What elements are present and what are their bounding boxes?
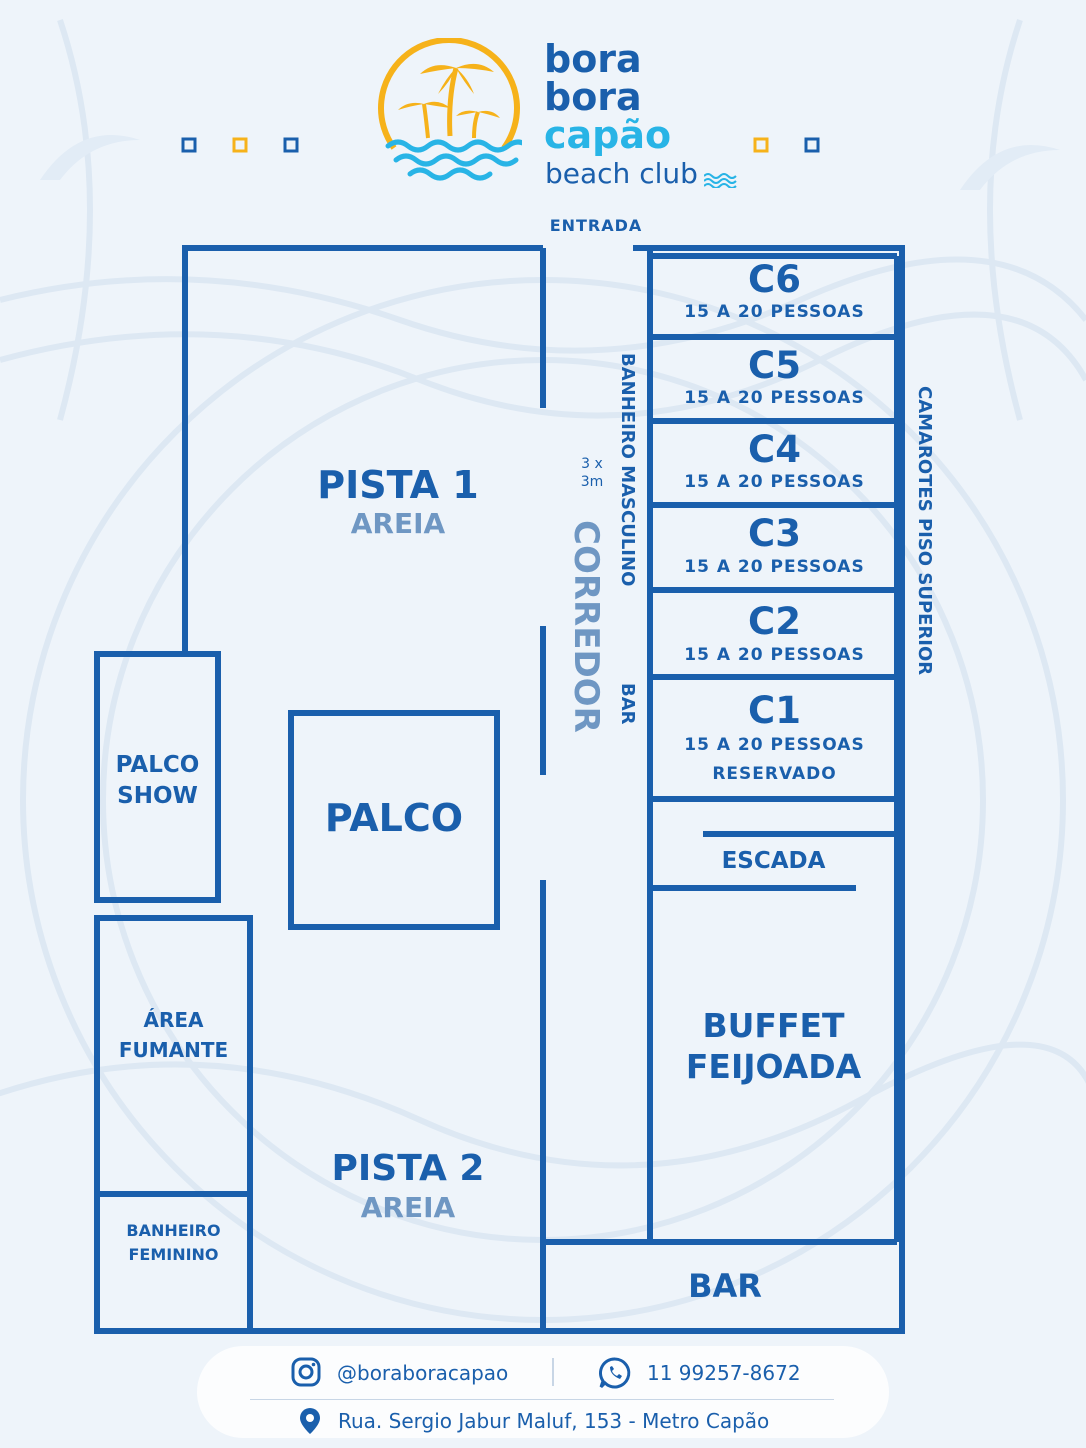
escada-label: ESCADA <box>721 848 826 874</box>
pista-2-title: PISTA 2 <box>331 1148 485 1189</box>
camarote-code: C6 <box>748 258 801 301</box>
instagram-handle[interactable]: @boraboracapao <box>337 1361 509 1385</box>
entrance-label: ENTRADA <box>549 216 643 235</box>
camarote-capacity: 15 A 20 PESSOAS <box>684 735 865 755</box>
footer-divider <box>552 1358 554 1386</box>
camarote-code: C2 <box>748 600 801 643</box>
address: Rua. Sergio Jabur Maluf, 153 - Metro Cap… <box>338 1409 770 1433</box>
brand-line-2: bora <box>544 75 642 119</box>
whatsapp-number[interactable]: 11 99257-8672 <box>647 1361 801 1385</box>
palco-label: PALCO <box>324 796 464 840</box>
area-fumante-label: ÁREA FUMANTE <box>118 1008 229 1062</box>
instagram-icon[interactable] <box>290 1356 322 1388</box>
camarote-code: C5 <box>748 344 801 387</box>
pista-2-subtitle: AREIA <box>360 1191 456 1224</box>
brand-line-1: bora <box>544 37 642 81</box>
location-pin-icon <box>300 1408 320 1434</box>
bar-side-label: BAR <box>617 683 638 725</box>
banheiro-masculino-label: BANHEIRO MASCULINO <box>617 353 638 587</box>
corredor-label: CORREDOR <box>566 520 606 733</box>
footer-separator <box>250 1399 834 1400</box>
palco-show-label: PALCO SHOW <box>115 752 200 809</box>
camarote-capacity: 15 A 20 PESSOAS <box>684 557 865 577</box>
camarote-code: C3 <box>748 512 801 555</box>
brand-line-3: capão <box>544 113 672 157</box>
pista-1-subtitle: AREIA <box>350 507 446 540</box>
camarote-capacity: 15 A 20 PESSOAS <box>684 302 865 322</box>
camarote-note: RESERVADO <box>712 764 837 784</box>
camarote-capacity: 15 A 20 PESSOAS <box>684 645 865 665</box>
brand-line-4: beach club <box>545 157 698 190</box>
palm-logo-icon <box>378 38 522 181</box>
waves-icon <box>704 173 737 188</box>
camarote-capacity: 15 A 20 PESSOAS <box>684 472 865 492</box>
buffet-label: BUFFET FEIJOADA <box>685 1006 862 1086</box>
camarote-code: C1 <box>748 689 801 732</box>
decorative-squares-left-icon <box>181 137 299 153</box>
size-note: 3 x 3m <box>580 456 604 490</box>
camarotes-label: CAMAROTES PISO SUPERIOR <box>914 386 935 676</box>
camarote-capacity: 15 A 20 PESSOAS <box>684 388 865 408</box>
banheiro-feminino-label: BANHEIRO FEMININO <box>126 1221 221 1264</box>
whatsapp-icon[interactable] <box>598 1356 632 1390</box>
pista-1-title: PISTA 1 <box>317 463 479 507</box>
decorative-squares-right-icon <box>753 137 820 153</box>
bar-bottom-label: BAR <box>688 1267 762 1305</box>
camarote-code: C4 <box>748 428 801 471</box>
